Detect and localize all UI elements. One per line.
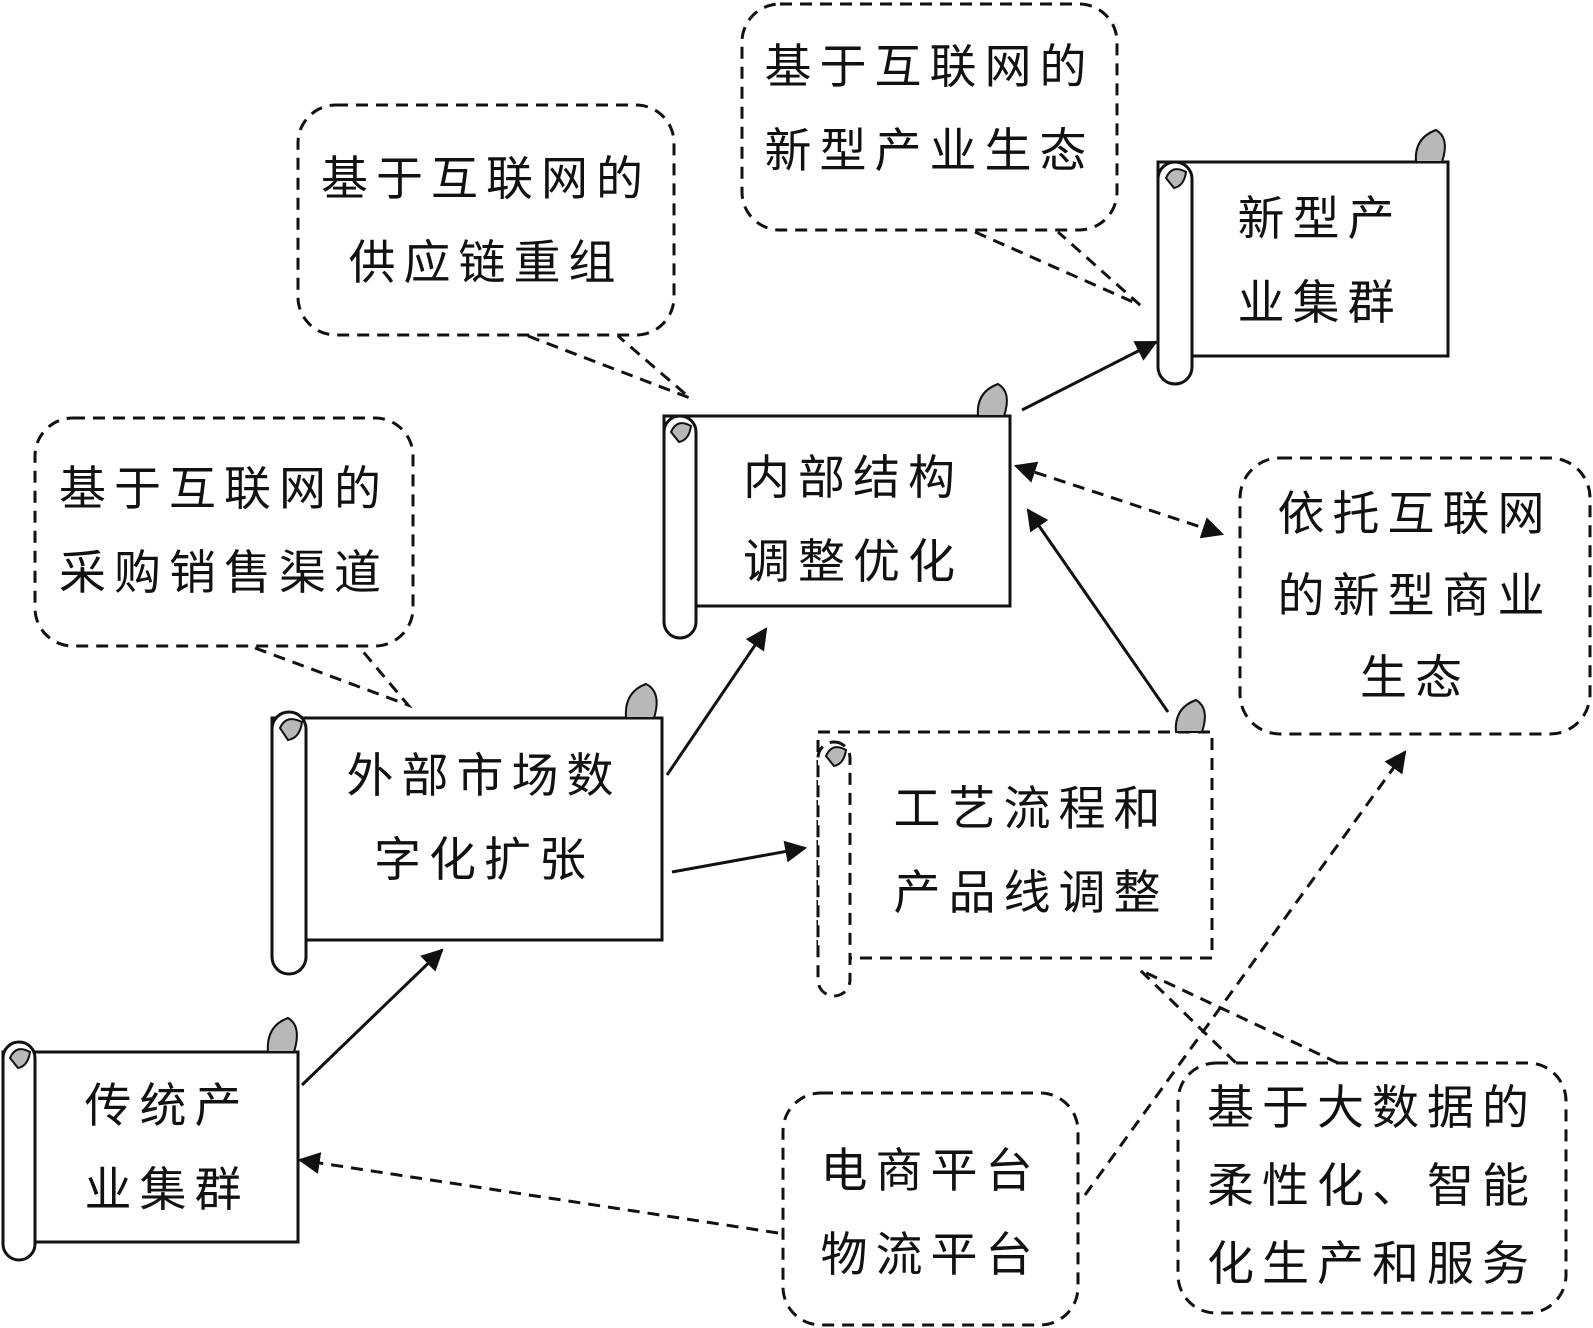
callout-business-ecology-label: 依托互联网 的新型商业 生态	[1277, 487, 1553, 706]
node-process-adjustment-label: 工艺流程和 产品线调整	[893, 782, 1169, 921]
node-external-expansion-label: 外部市场数 字化扩张	[346, 749, 622, 888]
arrow-process-to-internal	[1026, 508, 1170, 713]
callout-big-data-label: 基于大数据的 柔性化、智能 化生产和服务	[1207, 1081, 1537, 1292]
callout-channels-tail	[254, 646, 413, 709]
callout-supply-chain-bubble	[296, 103, 676, 337]
callout-platforms-label: 电商平台 物流平台	[820, 1144, 1041, 1283]
arrow-internal-business-ecology	[1013, 461, 1225, 539]
callout-channels-bubble	[33, 416, 415, 648]
scroll-new-cluster	[1156, 128, 1450, 386]
scroll-internal-optimization	[662, 382, 1012, 640]
callout-channels-label: 基于互联网的 采购销售渠道	[59, 462, 389, 601]
arrow-platforms-to-traditional	[297, 1152, 779, 1235]
callout-industry-ecology-label: 基于互联网的 新型产业生态	[764, 40, 1095, 179]
arrow-external-to-internal	[665, 627, 768, 776]
arrow-external-to-process	[671, 840, 808, 874]
callout-industry-ecology-tail	[974, 230, 1141, 307]
scroll-traditional-cluster	[1, 1016, 300, 1262]
node-traditional-cluster-label: 传统产 业集群	[84, 1079, 250, 1218]
callout-supply-chain-tail	[527, 334, 691, 400]
callout-business-ecology-bubble	[1238, 456, 1592, 736]
node-new-cluster-label: 新型产 业集群	[1237, 192, 1403, 331]
node-internal-optimization-label: 内部结构 调整优化	[743, 451, 963, 590]
arrow-internal-to-new-cluster	[1021, 340, 1158, 412]
callout-industry-ecology-bubble	[740, 2, 1119, 232]
callout-big-data-bubble	[1176, 1061, 1568, 1315]
callout-supply-chain-label: 基于互联网的 供应链重组	[321, 152, 651, 291]
arrow-traditional-to-external	[300, 948, 444, 1087]
scroll-external-expansion	[270, 682, 664, 976]
arrow-platforms-to-business-ecology	[1083, 750, 1407, 1196]
scroll-process-adjustment	[816, 698, 1214, 998]
callout-platforms-bubble	[781, 1091, 1080, 1327]
